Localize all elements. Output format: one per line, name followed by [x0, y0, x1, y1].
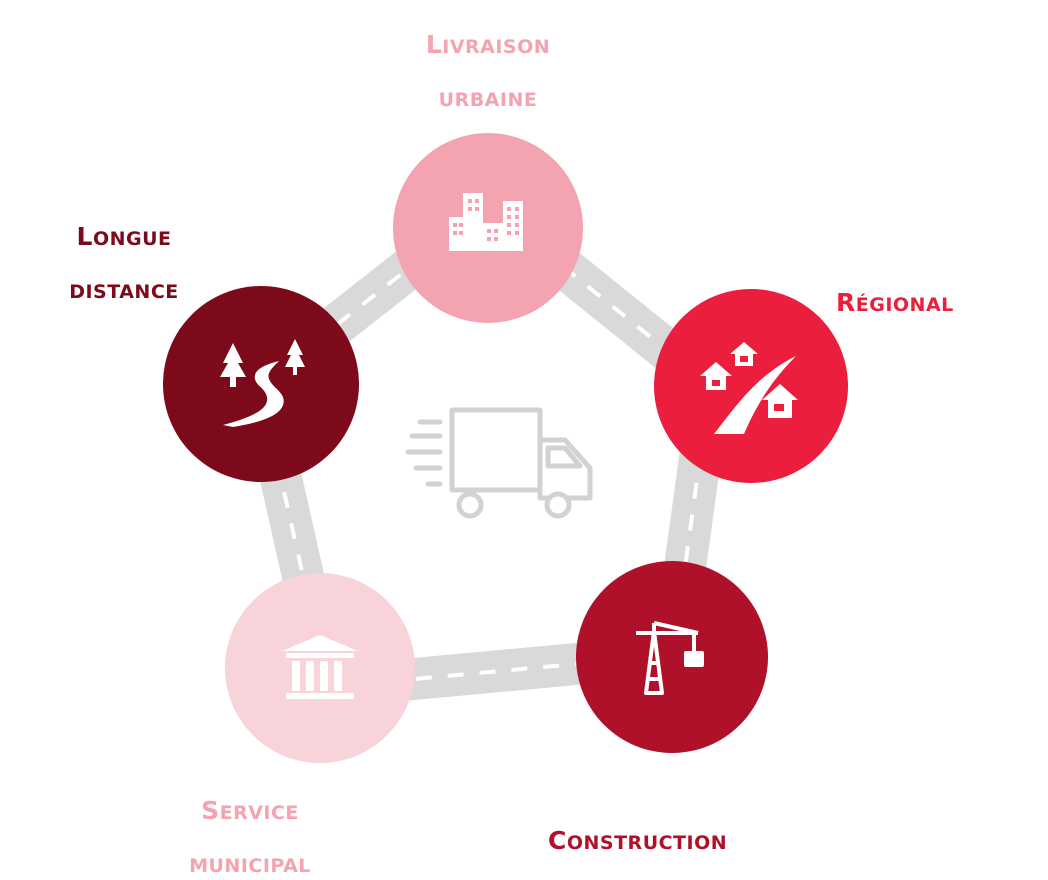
- label-construction: Construction: [548, 826, 728, 856]
- node-municipal: [225, 573, 415, 763]
- delivery-truck-icon: [405, 407, 593, 519]
- buildings-icon: [449, 193, 523, 251]
- node-urban: [393, 133, 583, 323]
- label-municipal: Service municipal: [189, 796, 311, 877]
- node-construction: [576, 561, 768, 753]
- houses-road-icon: [700, 342, 798, 434]
- crane-icon: [636, 621, 704, 695]
- winding-road-icon: [220, 339, 305, 427]
- node-long-distance: [163, 286, 359, 482]
- townhall-icon: [282, 635, 358, 699]
- label-urban: Livraison urbaine: [425, 30, 551, 111]
- label-regional: Régional: [836, 288, 954, 318]
- label-long-distance: Longue distance: [69, 222, 179, 303]
- node-regional: [654, 289, 848, 483]
